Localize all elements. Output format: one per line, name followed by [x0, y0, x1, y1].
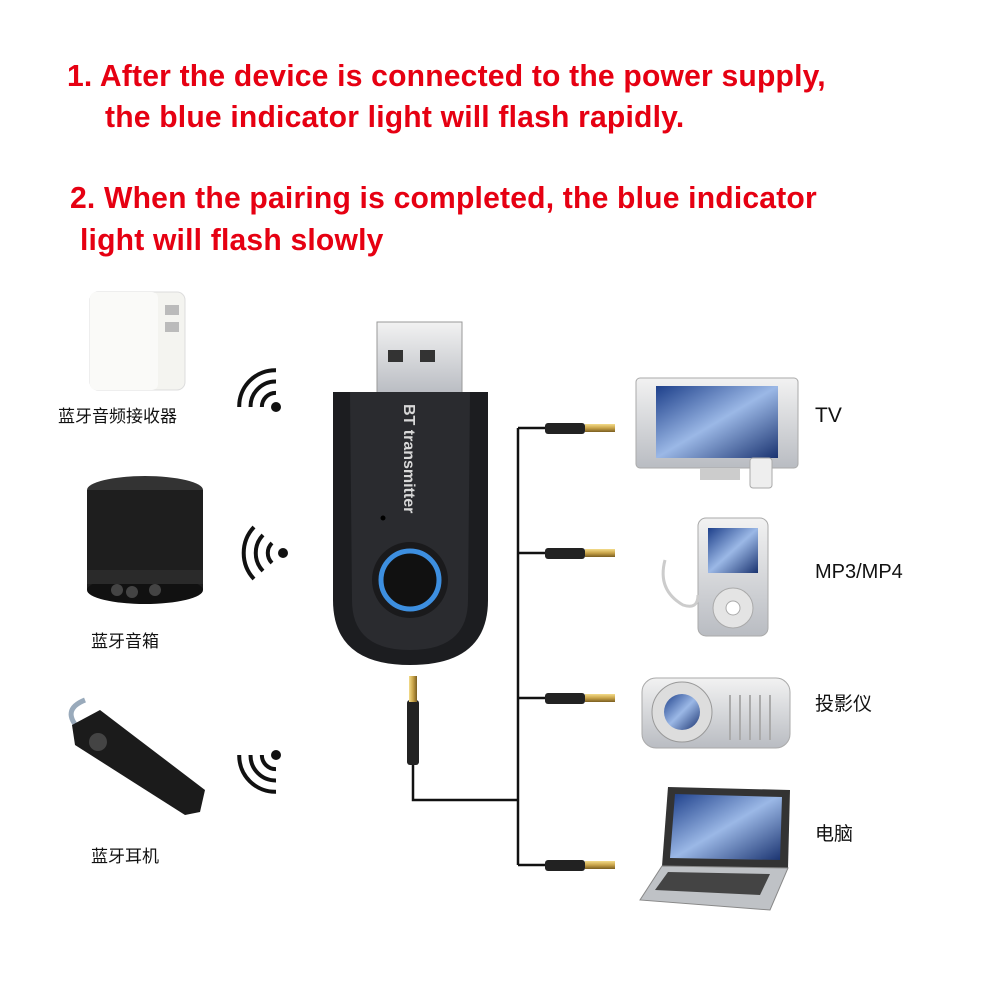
transmitter-label: BT transmitter — [400, 404, 417, 513]
audio-jack — [545, 423, 615, 434]
tv-image — [635, 377, 799, 489]
source-label-receiver: 蓝牙音频接收器 — [58, 407, 177, 427]
projector-image — [641, 677, 791, 749]
bluetooth-receiver-image — [89, 291, 186, 391]
output-label-computer: 电脑 — [815, 823, 854, 845]
audio-cable — [411, 426, 545, 867]
wireless-signal-icon — [241, 525, 288, 581]
audio-jack — [545, 693, 615, 704]
mp3-player-image — [661, 517, 769, 637]
audio-jacks — [545, 423, 615, 871]
output-label-tv: TV — [815, 404, 842, 427]
output-label-projector: 投影仪 — [815, 693, 873, 715]
wireless-signal-icon — [237, 368, 281, 412]
audio-jack — [545, 548, 615, 559]
bluetooth-headset-image — [68, 697, 205, 815]
instruction-step2-line1: 2. When the pairing is completed, the bl… — [70, 180, 817, 215]
instruction-step1-line2: the blue indicator light will flash rapi… — [105, 99, 685, 134]
instruction-step2-line2: light will flash slowly — [80, 222, 384, 257]
instruction-step1-line1: 1. After the device is connected to the … — [67, 58, 826, 93]
wireless-signal-icon — [237, 750, 281, 794]
bt-transmitter-device — [333, 321, 488, 665]
bluetooth-speaker-image — [87, 476, 203, 604]
audio-jack-bottom — [407, 676, 419, 765]
laptop-image — [639, 787, 790, 911]
source-label-headset: 蓝牙耳机 — [91, 847, 159, 867]
output-label-mp3: MP3/MP4 — [815, 561, 903, 583]
audio-jack — [545, 860, 615, 871]
source-label-speaker: 蓝牙音箱 — [91, 632, 159, 652]
